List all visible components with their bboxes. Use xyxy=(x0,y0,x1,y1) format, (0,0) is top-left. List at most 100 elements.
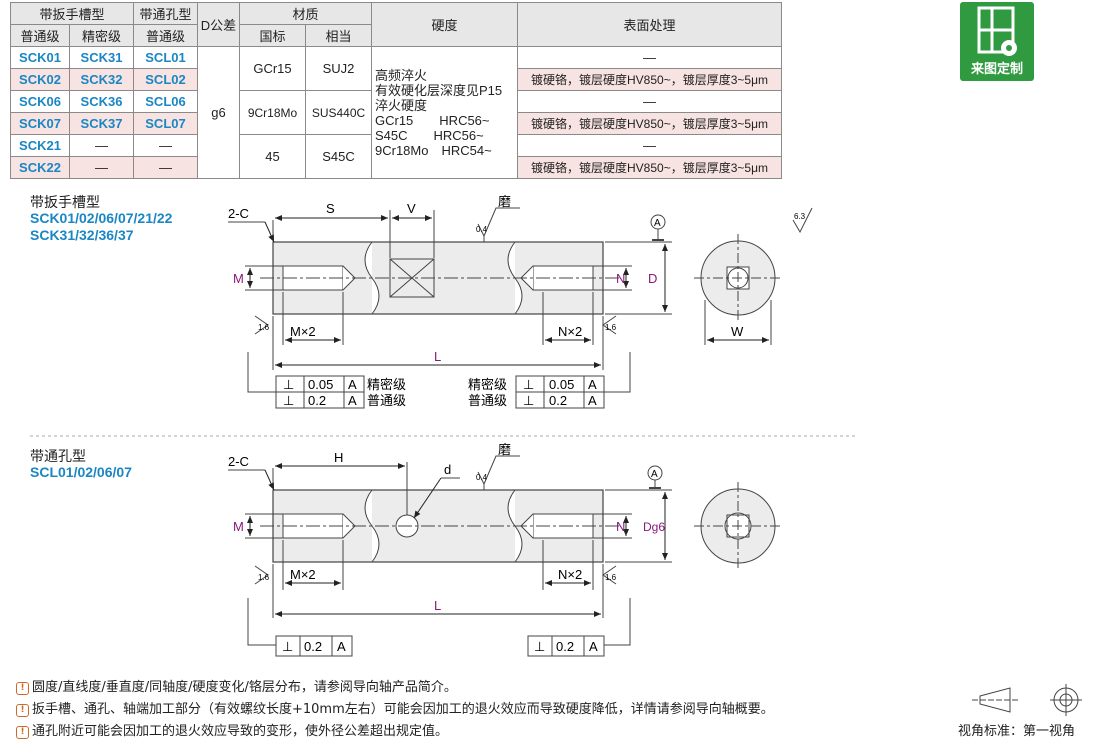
perp-symbol: ⊥ xyxy=(534,639,545,654)
cell-code: SCL02 xyxy=(133,68,198,91)
tol-norm: 0.2 xyxy=(304,639,322,654)
note-item: !扳手槽、通孔、轴端加工部分（有效螺纹长度+10mm左右）可能会因加工的退火效应… xyxy=(16,698,774,717)
label-L: L xyxy=(434,349,441,364)
perp-symbol: ⊥ xyxy=(283,393,294,408)
label-H: H xyxy=(334,450,343,465)
label-datum: A xyxy=(651,469,658,480)
note-item: !圆度/直线度/垂直度/同轴度/硬度变化/铬层分布，请参阅导向轴产品简介。 xyxy=(16,676,457,695)
label-W: W xyxy=(731,324,744,339)
view-standard-label: 视角标准：第一视角 xyxy=(958,724,1076,739)
cell-code: SCK02 xyxy=(10,68,70,91)
perp-symbol: ⊥ xyxy=(523,377,534,392)
cell-code: SCL07 xyxy=(133,112,198,135)
badge-label: 来图定制 xyxy=(970,62,1023,77)
label-Nx2: N×2 xyxy=(558,324,582,339)
section2-title: 带通孔型 xyxy=(30,449,86,465)
perp-symbol: ⊥ xyxy=(523,393,534,408)
info-icon: ! xyxy=(16,726,29,739)
label-grind: 磨 xyxy=(498,194,511,209)
label-grind: 磨 xyxy=(498,442,511,457)
cell-surface: 镀硬铬，镀层硬度HV850~，镀层厚度3~5μm xyxy=(517,156,782,179)
hardness-line: S45C HRC56~ xyxy=(375,127,484,143)
cell-code: — xyxy=(133,156,198,179)
tol-prec: 0.05 xyxy=(308,377,333,392)
note-item: !通孔附近可能会因加工的退火效应导致的变形，使外径公差超出规定值。 xyxy=(16,720,448,739)
hardness-line: 有效硬化层深度见P15 xyxy=(375,82,503,98)
cell-surface: 镀硬铬，镀层硬度HV850~，镀层厚度3~5μm xyxy=(517,112,782,135)
cell-mat-eq: S45C xyxy=(305,134,372,179)
grade-prec: 精密级 xyxy=(468,377,507,392)
label-chamfer: 2-C xyxy=(228,206,249,221)
tol-datum: A xyxy=(588,393,597,408)
grade-prec: 精密级 xyxy=(367,377,406,392)
tol-datum: A xyxy=(348,393,357,408)
note-text: 扳手槽、通孔、轴端加工部分（有效螺纹长度+10mm左右）可能会因加工的退火效应而… xyxy=(32,702,774,717)
th-equiv: 相当 xyxy=(305,24,372,47)
label-D: D xyxy=(648,271,657,286)
label-L: L xyxy=(434,598,441,613)
cell-mat-eq: SUS440C xyxy=(305,90,372,135)
tol-norm: 0.2 xyxy=(308,393,326,408)
cell-code: SCK22 xyxy=(10,156,70,179)
cell-code: SCK37 xyxy=(69,112,134,135)
shaft-drawing-wrench xyxy=(228,207,813,409)
hardness-line: 淬火硬度 xyxy=(375,97,428,113)
info-icon: ! xyxy=(16,682,29,695)
info-icon: ! xyxy=(16,704,29,717)
section2-codes: SCL01/02/06/07 xyxy=(30,464,132,480)
tol-datum: A xyxy=(348,377,357,392)
section1-codes: SCK01/02/06/07/21/22 xyxy=(30,210,173,226)
tol-datum: A xyxy=(337,639,346,654)
perp-symbol: ⊥ xyxy=(282,639,293,654)
spec-table: 带扳手槽型 带通孔型 D公差 材质 硬度 表面处理 普通级 精密级 普通级 国标… xyxy=(10,2,782,179)
tol-norm: 0.2 xyxy=(556,639,574,654)
label-N: N xyxy=(616,271,625,286)
section1-codes: SCK31/32/36/37 xyxy=(30,227,134,243)
label-datum: A xyxy=(654,218,661,229)
label-chamfer: 2-C xyxy=(228,454,249,469)
th-hardness: 硬度 xyxy=(371,2,518,47)
cell-code: SCK36 xyxy=(69,90,134,113)
th-through: 带通孔型 xyxy=(133,2,198,25)
hardness-line: 9Cr18Mo HRC54~ xyxy=(375,142,492,158)
label-rough: 1.6 xyxy=(605,573,617,582)
label-Mx2: M×2 xyxy=(290,324,316,339)
cell-code: SCK32 xyxy=(69,68,134,91)
custom-drawing-badge[interactable]: 来图定制 xyxy=(960,2,1034,81)
label-S: S xyxy=(326,201,335,216)
grade-norm: 普通级 xyxy=(468,393,507,408)
cell-code: — xyxy=(69,156,134,179)
label-N: N xyxy=(616,519,625,534)
tol-datum: A xyxy=(588,377,597,392)
perp-symbol: ⊥ xyxy=(283,377,294,392)
note-text: 通孔附近可能会因加工的退火效应导致的变形，使外径公差超出规定值。 xyxy=(32,724,449,739)
cell-hardness: 高频淬火 有效硬化层深度见P15 淬火硬度 GCr15 HRC56~ S45C … xyxy=(371,46,518,179)
label-d: d xyxy=(444,462,451,477)
cell-surface: 镀硬铬，镀层硬度HV850~，镀层厚度3~5μm xyxy=(517,68,782,91)
cell-code: SCK07 xyxy=(10,112,70,135)
grade-norm: 普通级 xyxy=(367,393,406,408)
label-rough: 6.3 xyxy=(794,212,806,221)
label-rough: 0.4 xyxy=(476,225,488,234)
hardness-line: 高频淬火 xyxy=(375,67,428,83)
label-M: M xyxy=(233,271,244,286)
cell-code: SCK21 xyxy=(10,134,70,157)
th-dtol: D公差 xyxy=(197,2,240,47)
th-precision: 精密级 xyxy=(69,24,134,47)
first-angle-projection-icon xyxy=(972,684,1082,716)
label-rough: 1.6 xyxy=(605,323,617,332)
label-rough: 0.4 xyxy=(476,473,488,482)
th-std: 国标 xyxy=(239,24,306,47)
label-Dg6: Dg6 xyxy=(643,520,665,534)
cell-mat-std: 9Cr18Mo xyxy=(239,90,306,135)
tol-datum: A xyxy=(589,639,598,654)
shaft-drawing-through xyxy=(228,455,782,657)
tol-prec: 0.05 xyxy=(549,377,574,392)
label-rough: 1.6 xyxy=(258,323,270,332)
note-text: 圆度/直线度/垂直度/同轴度/硬度变化/铬层分布，请参阅导向轴产品简介。 xyxy=(32,680,457,695)
label-Nx2: N×2 xyxy=(558,567,582,582)
cell-code: SCK01 xyxy=(10,46,70,69)
tol-norm: 0.2 xyxy=(549,393,567,408)
th-wrench: 带扳手槽型 xyxy=(10,2,134,25)
